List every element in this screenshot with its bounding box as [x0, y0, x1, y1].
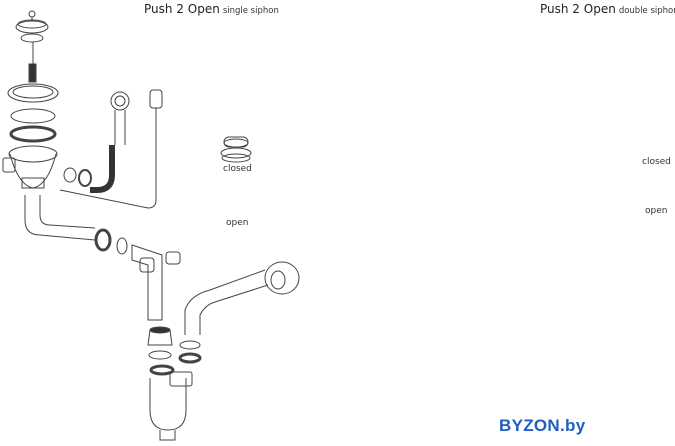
watermark-logo: BYZON.by [499, 416, 586, 435]
left-siphon-bottle [147, 326, 202, 441]
left-open-label: open [226, 218, 249, 228]
right-closed-label: closed [642, 157, 671, 167]
left-title-sub: single siphon [222, 6, 279, 16]
left-state-closed-icon [220, 136, 252, 163]
left-strainer-basket [15, 10, 49, 43]
left-outlet-elbow [184, 261, 300, 335]
right-open-label: open [645, 206, 668, 216]
left-pipe-run [24, 195, 181, 321]
right-title-main: Push 2 Open [540, 2, 616, 16]
left-flange-rings [2, 83, 59, 189]
left-title-main: Push 2 Open [144, 2, 220, 16]
left-plunger-rod [28, 42, 37, 83]
left-overflow-assembly [59, 89, 163, 209]
left-closed-label: closed [223, 164, 252, 174]
right-title-sub: double siphon [618, 6, 675, 16]
